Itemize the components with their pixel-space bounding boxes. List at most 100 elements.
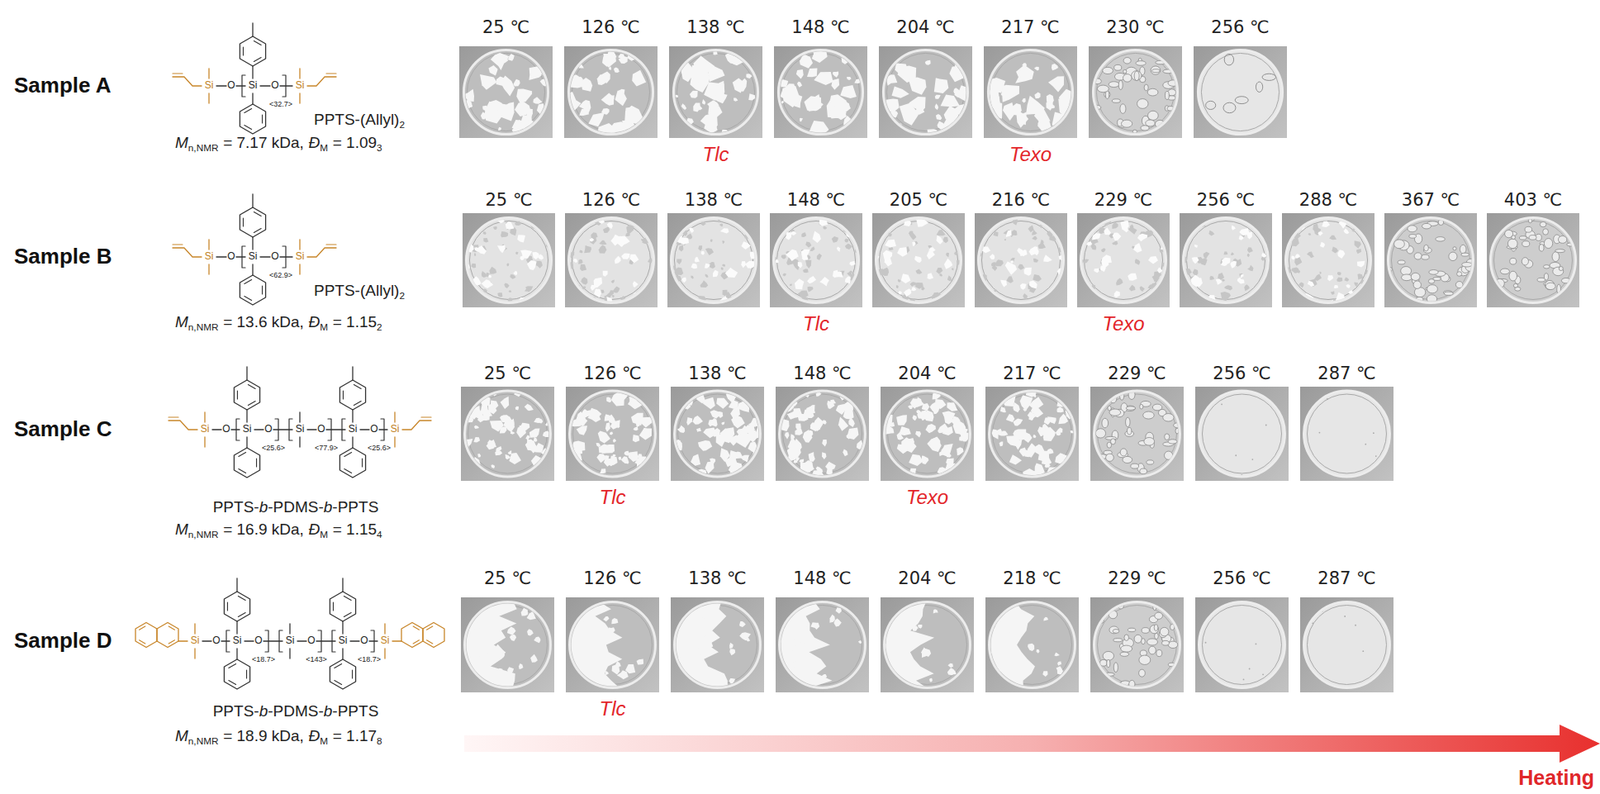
micrograph-photo xyxy=(669,46,763,138)
micrograph-photo xyxy=(985,386,1079,481)
melt-droplet xyxy=(1091,104,1102,110)
bond-line xyxy=(202,640,212,641)
crystal-domain xyxy=(1148,256,1159,265)
crystal-domain xyxy=(681,277,687,283)
crystal-domain xyxy=(1353,282,1358,287)
crystal-domain xyxy=(617,669,629,679)
crystal-domain xyxy=(716,434,727,447)
double-bond xyxy=(427,626,433,630)
crystal-domain xyxy=(600,289,604,294)
crystal-domain xyxy=(580,77,593,92)
crystal-domain xyxy=(896,284,899,289)
crystal-domain xyxy=(580,617,586,622)
double-bond xyxy=(261,114,263,124)
crystal-domain xyxy=(1083,258,1090,263)
formula-text: n,NMR xyxy=(188,321,219,333)
photo-holder xyxy=(769,213,863,308)
temperature-label: 287 ℃ xyxy=(1317,361,1376,385)
crystal-domain xyxy=(1283,265,1292,276)
dish-content xyxy=(873,218,962,306)
crystal-domain xyxy=(1047,466,1059,478)
crystal-domain xyxy=(842,449,848,457)
melt-droplet xyxy=(1443,291,1453,295)
double-bond xyxy=(261,285,263,295)
formula-text: Đ xyxy=(308,520,321,538)
atom-symbol: O xyxy=(270,251,279,263)
crystal-domain xyxy=(903,288,912,297)
double-bond xyxy=(413,640,419,644)
crystal-domain xyxy=(1206,294,1216,303)
crystal-domain xyxy=(1048,75,1064,92)
crystal-domain xyxy=(627,53,637,61)
crystal-domain xyxy=(810,621,820,630)
photo-ground xyxy=(983,46,1078,138)
crystal-domain xyxy=(602,226,610,233)
micrograph-photo xyxy=(670,597,765,693)
crystal-domain xyxy=(674,266,684,275)
crystal-domain xyxy=(596,442,602,447)
crystal-domain xyxy=(803,95,822,111)
melt-droplet xyxy=(1397,260,1406,265)
dish-content xyxy=(880,597,957,693)
bond-line xyxy=(254,428,264,430)
crystal-domain xyxy=(935,267,943,275)
crystal-domain xyxy=(1237,279,1244,285)
aromatic-ring xyxy=(329,659,356,689)
repeat-bracket xyxy=(226,630,230,652)
bond-line xyxy=(299,264,300,275)
repeat-count: <143> xyxy=(305,655,328,664)
crystal-domain xyxy=(1049,235,1057,242)
double-bond xyxy=(227,602,228,611)
petri-dish-rim xyxy=(776,220,855,300)
crystal-domain xyxy=(999,441,1004,447)
crystal-domain xyxy=(989,253,995,260)
melt-droplet xyxy=(1167,439,1178,444)
melt-droplet xyxy=(1137,99,1149,110)
crystal-domain xyxy=(507,626,517,636)
crystal-domain xyxy=(992,654,998,659)
crystal-domain xyxy=(613,66,620,73)
crystal-domain xyxy=(1009,454,1022,465)
bond-line xyxy=(297,640,307,641)
formula-text: M xyxy=(319,528,328,540)
crystal-domain xyxy=(566,74,583,88)
crystal-domain xyxy=(618,56,628,64)
photo-panel: 138 ℃ xyxy=(670,361,765,481)
crystal-domain xyxy=(1312,223,1319,233)
crystal-domain xyxy=(466,413,474,423)
crystal-domain xyxy=(577,629,584,640)
photo-holder xyxy=(1090,386,1184,481)
crystal-domain xyxy=(686,118,694,126)
photo-ground xyxy=(878,46,973,138)
melt-droplet xyxy=(1414,252,1422,260)
crystal-domain xyxy=(707,80,726,95)
crystal-domain xyxy=(583,245,592,253)
crystal-domain xyxy=(858,640,862,644)
crystal-domain xyxy=(500,396,510,409)
crystal-domain xyxy=(721,422,725,426)
melt-droplet xyxy=(1429,270,1439,276)
photo-ground xyxy=(565,386,660,481)
crystal-domain xyxy=(690,454,701,466)
crystal-domain xyxy=(925,60,931,66)
transition-label: Tlc xyxy=(599,697,627,721)
bond-line xyxy=(251,66,253,79)
double-bond xyxy=(168,640,175,644)
crystal-domain xyxy=(838,416,849,431)
micrograph-photo xyxy=(460,597,555,693)
micrograph-photo xyxy=(1300,597,1394,693)
formula-text: = 1.15 xyxy=(332,520,377,538)
crystal-domain xyxy=(929,678,933,683)
melt-droplet xyxy=(1413,280,1421,289)
crystal-domain xyxy=(821,419,827,424)
crystal-domain xyxy=(484,101,503,124)
double-bond xyxy=(244,295,252,300)
formula-text: -PDMS- xyxy=(267,702,324,720)
melt-droplet xyxy=(1154,612,1164,619)
bond-line xyxy=(394,412,395,423)
aromatic-ring xyxy=(233,379,260,410)
double-bond xyxy=(361,458,363,467)
melt-droplet xyxy=(1500,268,1510,275)
crystal-domain xyxy=(1291,237,1300,247)
melt-droplet xyxy=(1401,274,1413,281)
